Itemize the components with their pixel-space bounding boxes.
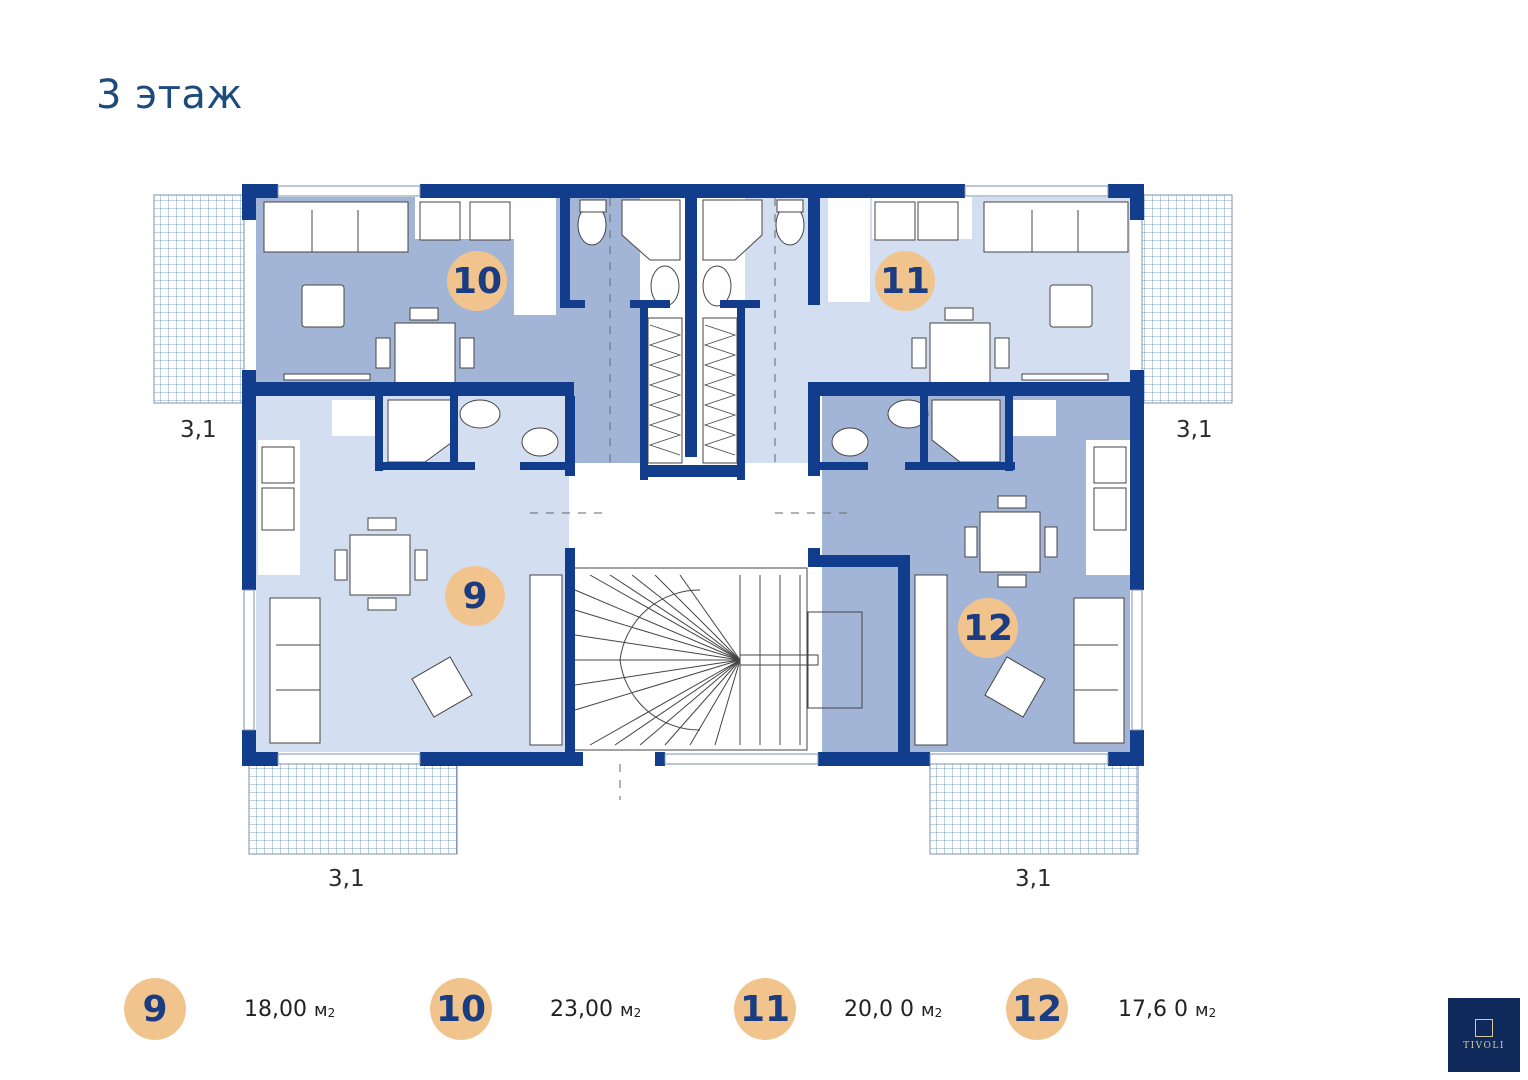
balcony-dimension-bottom-right: 3,1 bbox=[1015, 866, 1052, 892]
walls bbox=[242, 184, 1144, 766]
unit-badge-9: 9 bbox=[445, 566, 505, 626]
legend-area: 20,0 0 м2 bbox=[844, 996, 943, 1022]
bathroom-fixtures bbox=[387, 199, 1001, 463]
unit-badge-10: 10 bbox=[447, 251, 507, 311]
page-title: 3 этаж bbox=[96, 72, 243, 118]
legend-badge: 11 bbox=[734, 978, 796, 1040]
balcony-dimension-top-left: 3,1 bbox=[180, 417, 217, 443]
balcony-top-right bbox=[1141, 194, 1233, 404]
legend-area: 23,00 м2 bbox=[550, 996, 642, 1022]
ventilation-shafts bbox=[529, 317, 948, 746]
balcony-dimension-bottom-left: 3,1 bbox=[328, 866, 365, 892]
legend-unit-12: 12 17,6 0 м2 bbox=[1006, 978, 1216, 1040]
balcony-bottom-left bbox=[248, 763, 458, 855]
balcony-bottom-right bbox=[929, 763, 1139, 855]
legend-badge: 12 bbox=[1006, 978, 1068, 1040]
legend-unit-9: 9 18,00 м2 bbox=[124, 978, 335, 1040]
legend-unit-10: 10 23,00 м2 bbox=[430, 978, 641, 1040]
windows bbox=[243, 185, 1143, 765]
logo-text: TIVOLI bbox=[1463, 1041, 1505, 1051]
legend-unit-11: 11 20,0 0 м2 bbox=[734, 978, 942, 1040]
staircase bbox=[574, 574, 863, 746]
unit-badge-12: 12 bbox=[958, 598, 1018, 658]
balcony-dimension-top-right: 3,1 bbox=[1176, 417, 1213, 443]
legend-area: 18,00 м2 bbox=[244, 996, 336, 1022]
legend-badge: 9 bbox=[124, 978, 186, 1040]
logo-emblem-icon bbox=[1475, 1019, 1493, 1037]
furniture bbox=[261, 201, 1129, 744]
legend-badge: 10 bbox=[430, 978, 492, 1040]
unit-badge-11: 11 bbox=[875, 251, 935, 311]
legend-area: 17,6 0 м2 bbox=[1118, 996, 1217, 1022]
stair-hall bbox=[570, 470, 820, 751]
balcony-top-left bbox=[153, 194, 245, 404]
tivoli-logo: TIVOLI bbox=[1448, 998, 1520, 1072]
